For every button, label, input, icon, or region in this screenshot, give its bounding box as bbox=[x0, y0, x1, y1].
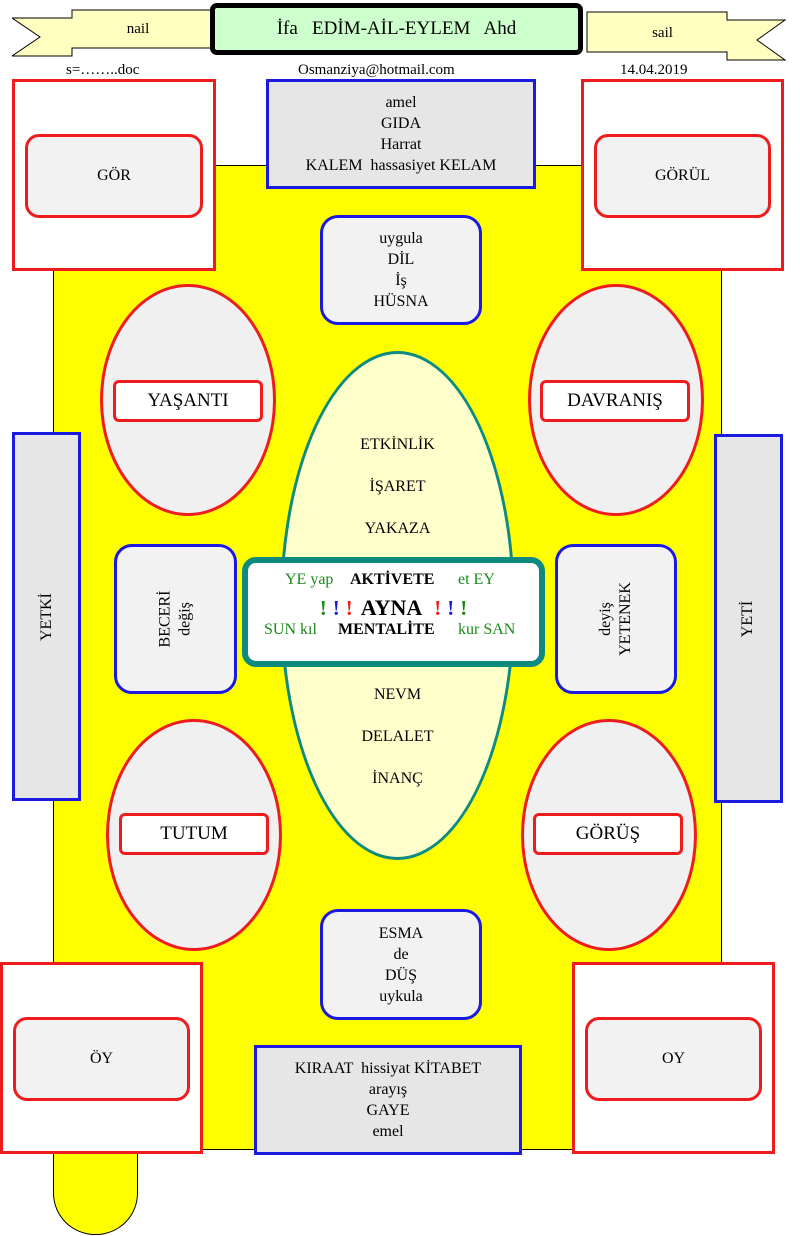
side-bar-left-text: YETKİ bbox=[37, 592, 55, 641]
ellipse-label-top-left: YAŞANTI bbox=[113, 380, 263, 422]
side-box-right-line: deyiş bbox=[596, 602, 614, 636]
upper-box: uygula DİL İş HÜSNA bbox=[320, 215, 482, 325]
email: Osmanziya@hotmail.com bbox=[298, 62, 455, 78]
row1-right: et EY bbox=[458, 571, 495, 588]
ayna-label: AYNA bbox=[360, 595, 423, 620]
top-box-line: amel bbox=[385, 94, 417, 111]
ellipse-label-bottom-left: TUTUM bbox=[119, 813, 269, 855]
corner-label-top-left: GÖR bbox=[25, 134, 203, 218]
oval-word-top-3: YAKAZA bbox=[364, 520, 431, 537]
oval-word-bottom-2: DELALET bbox=[361, 728, 434, 745]
oval-word-bottom-3: İNANÇ bbox=[372, 770, 423, 787]
corner-text-bottom-right: OY bbox=[661, 1050, 686, 1067]
left-ribbon-label: nail bbox=[126, 20, 150, 37]
row3-right: kur SAN bbox=[458, 621, 516, 638]
side-box-left-text: BECERİ değiş bbox=[155, 591, 195, 648]
page-title: İfa EDİM-AİL-EYLEM Ahd bbox=[210, 3, 583, 55]
top-box: amel GIDA Harrat KALEM hassasiyet KELAM bbox=[266, 79, 536, 189]
upper-box-line: DİL bbox=[387, 251, 415, 268]
row3-left: SUN kıl bbox=[264, 621, 317, 638]
lower-box: ESMA de DÜŞ uykula bbox=[320, 909, 482, 1020]
corner-text-top-left: GÖR bbox=[97, 167, 131, 184]
oval-word-top-2: İŞARET bbox=[369, 478, 426, 495]
date: 14.04.2019 bbox=[620, 62, 688, 78]
exclaim-left-3: ! bbox=[345, 595, 353, 620]
oval-word-top-1: ETKİNLİK bbox=[360, 436, 435, 453]
lower-box-line: de bbox=[393, 945, 409, 963]
corner-label-bottom-left: ÖY bbox=[13, 1017, 190, 1101]
bottom-box-line: emel bbox=[372, 1123, 404, 1140]
lower-box-line: uykula bbox=[379, 987, 423, 1005]
exclaim-right-1: ! bbox=[434, 595, 442, 620]
center-row-1: YE yap AKTİVETE et EY bbox=[252, 571, 535, 593]
bottom-box-line: GAYE bbox=[366, 1102, 410, 1119]
ellipse-label-top-right: DAVRANIŞ bbox=[540, 380, 690, 422]
center-box bbox=[242, 557, 545, 667]
side-box-right-line: YETENEK bbox=[616, 582, 634, 656]
lower-box-line: DÜŞ bbox=[384, 966, 417, 984]
exclaim-right-2: ! bbox=[447, 595, 455, 620]
right-ribbon-label: sail bbox=[652, 24, 673, 41]
side-box-right-text: deyiş YETENEK bbox=[596, 582, 636, 656]
corner-label-bottom-right: OY bbox=[585, 1017, 762, 1101]
side-box-left-line: BECERİ bbox=[156, 590, 174, 648]
ellipse-text-top-left: YAŞANTI bbox=[147, 390, 229, 411]
top-box-line: Harrat bbox=[380, 136, 422, 153]
exclaim-left-1: ! bbox=[319, 595, 327, 620]
oval-word-bottom-1: NEVM bbox=[373, 686, 422, 703]
ellipse-text-top-right: DAVRANIŞ bbox=[567, 390, 663, 411]
bottom-box-line: KIRAAT hissiyat KİTABET bbox=[294, 1060, 482, 1077]
upper-box-line: İş bbox=[395, 272, 407, 289]
corner-text-bottom-left: ÖY bbox=[89, 1050, 114, 1067]
left-ribbon bbox=[12, 9, 215, 57]
corner-text-top-right: GÖRÜL bbox=[654, 167, 711, 184]
page-title-text: İfa EDİM-AİL-EYLEM Ahd bbox=[276, 18, 517, 39]
right-ribbon bbox=[586, 11, 787, 61]
top-box-line: GIDA bbox=[381, 115, 421, 132]
side-bar-left: YETKİ bbox=[12, 432, 81, 801]
lower-box-line: ESMA bbox=[378, 924, 424, 942]
side-bar-right-text: YETİ bbox=[739, 600, 757, 637]
center-row-2: ! ! ! AYNA ! ! ! bbox=[252, 594, 535, 622]
exclaim-left-2: ! bbox=[332, 595, 340, 620]
bottom-box: KIRAAT hissiyat KİTABET arayış GAYE emel bbox=[254, 1045, 522, 1155]
row1-mid: AKTİVETE bbox=[350, 571, 435, 588]
ellipse-text-bottom-left: TUTUM bbox=[160, 823, 228, 844]
side-box-right: deyiş YETENEK bbox=[555, 544, 677, 694]
side-box-left-line: değiş bbox=[176, 602, 194, 636]
file-name: s=……..doc bbox=[66, 62, 140, 78]
upper-box-line: HÜSNA bbox=[373, 293, 429, 310]
row3-mid: MENTALİTE bbox=[338, 621, 435, 638]
top-box-line: KALEM hassasiyet KELAM bbox=[305, 157, 497, 174]
center-row-3: SUN kıl MENTALİTE kur SAN bbox=[252, 621, 535, 643]
ellipse-text-bottom-right: GÖRÜŞ bbox=[575, 823, 641, 844]
ellipse-label-bottom-right: GÖRÜŞ bbox=[533, 813, 683, 855]
exclaim-right-3: ! bbox=[460, 595, 468, 620]
side-box-left: BECERİ değiş bbox=[114, 544, 237, 694]
bottom-box-line: arayış bbox=[368, 1081, 408, 1098]
row1-left: YE yap bbox=[285, 571, 334, 588]
corner-label-top-right: GÖRÜL bbox=[594, 134, 771, 218]
side-bar-right: YETİ bbox=[714, 434, 783, 803]
upper-box-line: uygula bbox=[379, 230, 423, 247]
